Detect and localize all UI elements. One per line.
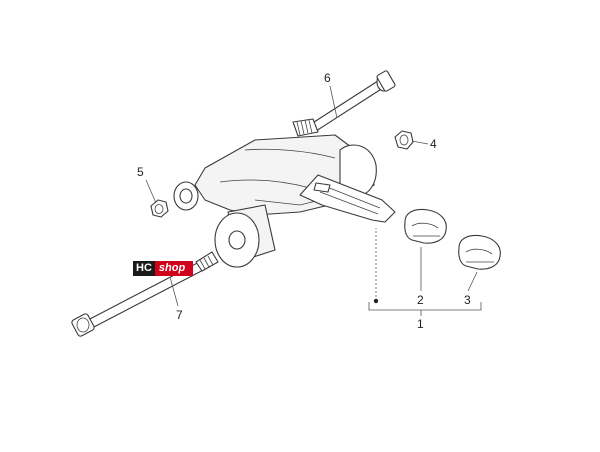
callout-7: 7	[176, 308, 183, 322]
callout-2: 2	[417, 293, 424, 307]
buffer-3	[458, 234, 501, 270]
callout-3: 3	[464, 293, 471, 307]
bolt-6	[292, 70, 396, 137]
swing-arm-body	[173, 134, 396, 268]
nut-4	[394, 130, 414, 150]
leader-lines	[145, 85, 482, 316]
watermark-hc: HC	[133, 261, 155, 276]
callout-6: 6	[324, 71, 331, 85]
callout-5: 5	[137, 165, 144, 179]
buffer-2	[404, 208, 447, 244]
nut-5	[150, 199, 169, 218]
callout-4: 4	[430, 137, 437, 151]
watermark-shop: shop	[154, 261, 194, 276]
dot-marker	[373, 298, 379, 304]
hcshop-watermark-logo: HC shop	[133, 261, 194, 276]
callout-1: 1	[417, 317, 424, 331]
